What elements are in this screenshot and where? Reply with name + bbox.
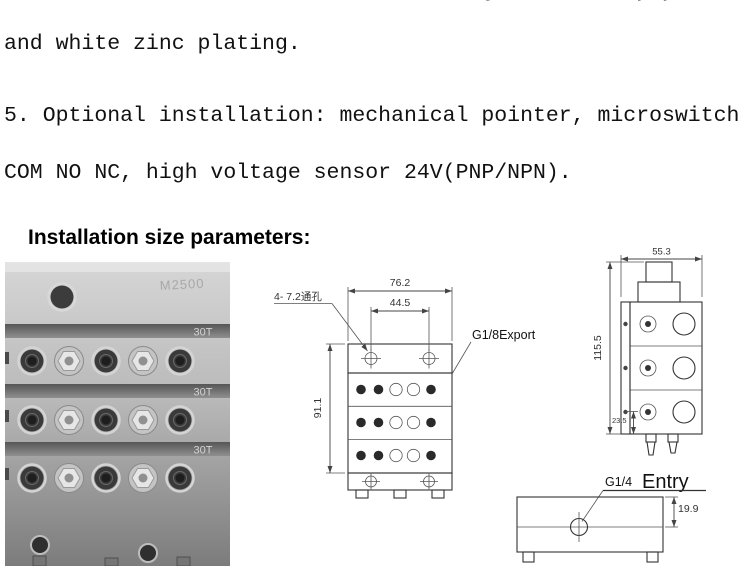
side-view-drawing: 55.3 115.5 23.5 — [592, 247, 703, 456]
dim-label-hole-spacing: 44.5 — [390, 297, 411, 309]
clipped-text-line: 4. Surface treatment: the surface is gal… — [4, 0, 739, 3]
dim-label-front-height: 91.1 — [312, 398, 324, 419]
hole-note-label: 4- 7.2通孔 — [274, 290, 322, 303]
photo-model-stamp: M2500 — [159, 276, 204, 293]
dim-label-side-height: 115.5 — [592, 335, 604, 361]
photo-section-label-2: 30T — [194, 387, 213, 399]
section-heading: Installation size parameters: — [28, 226, 311, 249]
photo-section-label-3: 30T — [194, 445, 213, 457]
dim-label-entry-depth: 19.9 — [678, 503, 699, 515]
photo-section-label-1: 30T — [194, 327, 213, 339]
body-text-line-3: COM NO NC, high voltage sensor 24V(PNP/N… — [4, 161, 572, 185]
product-photo: M2500 30T 30T 30T — [5, 262, 230, 566]
entry-thread-label: G1/4 — [605, 475, 632, 489]
body-text-line-1: and white zinc plating. — [4, 32, 301, 56]
dim-label-outer-width: 76.2 — [390, 277, 411, 289]
figures-canvas: M2500 30T 30T 30T — [5, 247, 706, 566]
photo-mount-hole — [47, 282, 77, 312]
outlet-port-label: G1/8Export — [472, 328, 536, 342]
entry-word-label: Entry — [642, 471, 689, 493]
dim-label-side-width: 55.3 — [652, 247, 671, 258]
dim-label-side-offset: 23.5 — [612, 416, 627, 425]
bottom-view-drawing: G1/4 Entry 19.9 — [516, 471, 706, 563]
body-text-line-2: 5. Optional installation: mechanical poi… — [4, 104, 740, 128]
front-view-ports — [356, 382, 436, 463]
front-view-drawing: 76.2 44.5 91.1 4- 7.2通孔 G1/8Export — [274, 277, 536, 499]
